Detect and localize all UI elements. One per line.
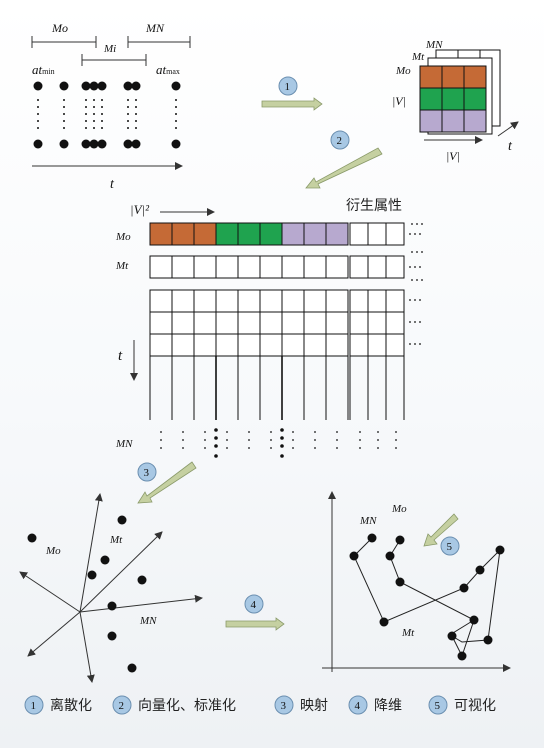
viz-mn-label: MN [359,515,377,527]
mo-label: Mo [51,21,68,35]
visualization-panel: MN Mo Mt [322,491,511,672]
step5-circle [440,536,460,556]
matrix-t-label: t [118,348,123,364]
cube-t-label: t [508,139,513,154]
svg-text:3: 3 [281,700,287,712]
projection-panel: Mo Mt MN [19,493,203,683]
legend-label-1: 离散化 [50,697,92,714]
step2-arrow: 2 [305,130,383,189]
timeline-dots [33,81,181,149]
step1-number: 1 [285,81,291,93]
legend-label-3: 映射 [300,698,328,714]
step2-number: 2 [337,135,343,147]
svg-text:1: 1 [31,700,37,712]
proj-mt-label: Mt [109,534,123,546]
step5-number: 5 [447,541,453,553]
matrix-panel: |V|² 衍生属性 Mo Mt t MN [115,198,423,458]
legend-item-5: 5 可视化 [428,695,496,715]
at-min-label: atmin [32,62,55,77]
legend-label-5: 可视化 [454,698,496,714]
mn-label: MN [145,21,165,35]
legend-item-4: 4 降维 [348,695,402,715]
svg-text:2: 2 [119,700,125,712]
legend-label-4: 降维 [374,698,402,714]
proj-mn-label: MN [139,615,157,627]
viz-mo-label: Mo [391,503,407,515]
matrix-mo-label: Mo [115,231,131,243]
step3-number: 3 [144,467,150,479]
legend-item-1: 1 离散化 [24,695,92,715]
step3-arrow: 3 [137,461,197,504]
cube-mo-label: Mo [395,65,411,77]
step1-circle [278,76,298,96]
cube-panel: MN Mt Mo |V| |V| t [392,39,519,163]
step4-number: 4 [251,599,257,611]
t-axis-label: t [110,177,115,192]
step5-arrow: 5 [423,513,460,556]
matrix-mn-label: MN [115,438,133,450]
cube-v-bottom-label: |V| [446,149,460,163]
matrix-grid [149,222,423,458]
timeline-panel: Mo MN Mi atmin atmax t [31,21,191,192]
cube-v-side-label: |V| [392,94,406,108]
cube-mn-label: MN [425,39,443,51]
svg-text:5: 5 [435,700,441,712]
cube-mt-label: Mt [411,51,425,63]
proj-mo-label: Mo [45,545,61,557]
cube-front-grid [419,65,487,133]
v2-label: |V|² [130,202,150,217]
derived-attr-label: 衍生属性 [346,198,402,214]
viz-mt-label: Mt [401,627,415,639]
step4-circle [244,594,264,614]
legend-item-3: 3 映射 [274,695,328,715]
mi-label: Mi [103,43,116,55]
step1-arrow: 1 [261,76,323,111]
legend-item-2: 2 向量化、标准化 [112,695,236,715]
svg-text:4: 4 [355,700,361,712]
matrix-mt-label: Mt [115,260,129,272]
step3-circle [137,462,157,482]
step4-arrow: 4 [225,594,285,631]
legend-label-2: 向量化、标准化 [138,698,236,714]
at-max-label: atmax [156,62,180,77]
steps-legend: 1 离散化 2 向量化、标准化 3 映射 4 降维 5 可视化 [24,695,496,715]
step2-circle [330,130,350,150]
